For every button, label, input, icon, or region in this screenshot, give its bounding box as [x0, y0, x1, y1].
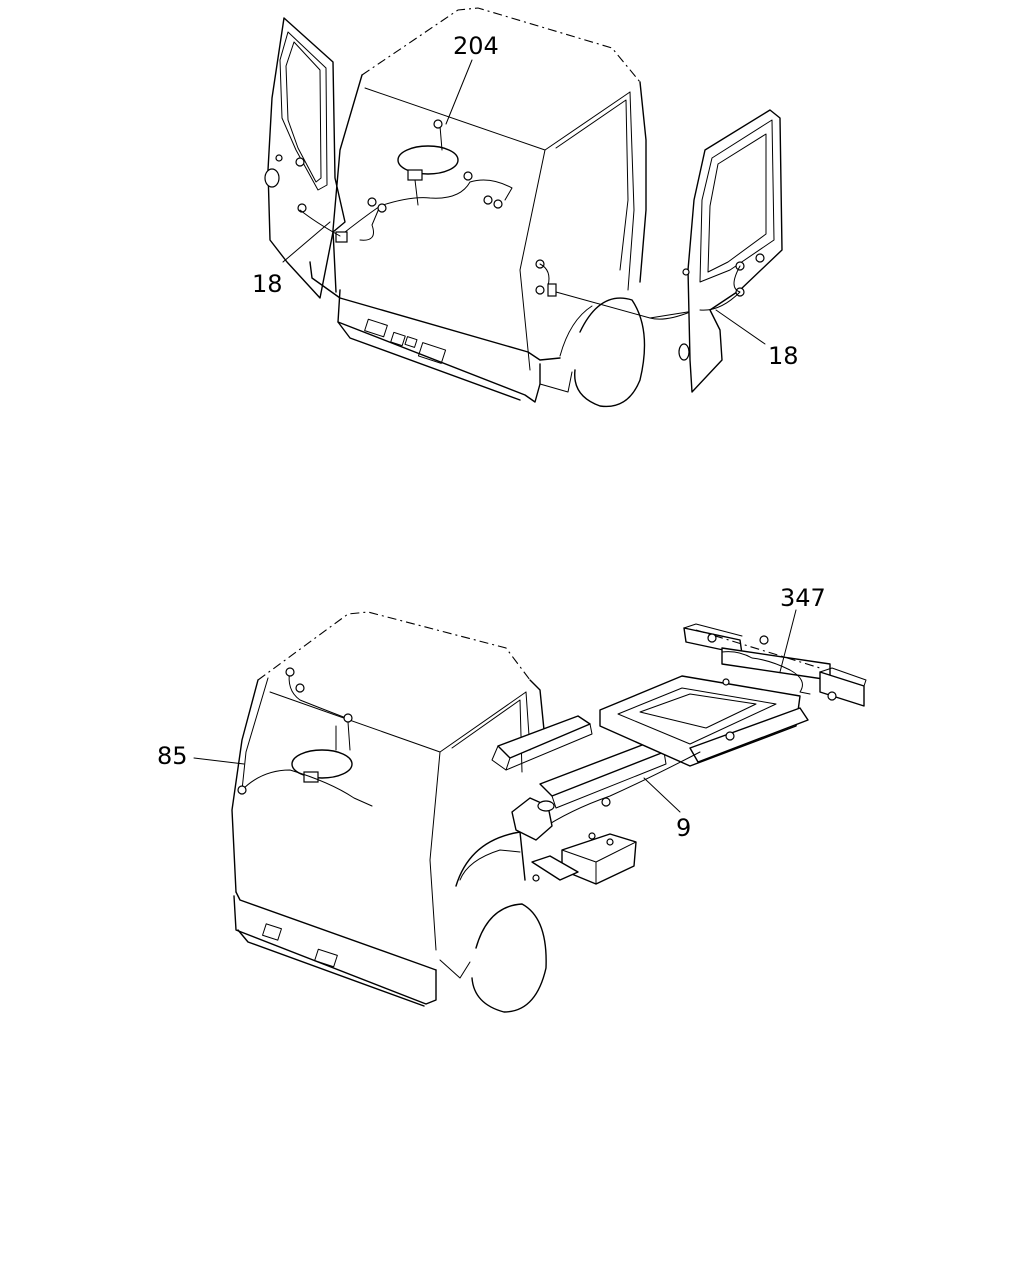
callout-18-right: 18	[768, 342, 799, 370]
callout-18-left: 18	[252, 270, 283, 298]
bottom-figure-cab-chassis: 347 85 9	[157, 584, 867, 1013]
callout-9: 9	[676, 814, 691, 842]
steering-harness-top	[299, 119, 513, 243]
callout-204: 204	[453, 32, 499, 60]
steering-harness-bottom	[237, 667, 373, 807]
callout-85: 85	[157, 742, 188, 770]
cab-body-bottom	[231, 611, 547, 1013]
left-door	[264, 17, 346, 299]
right-door-harness	[535, 259, 701, 320]
callout-347: 347	[780, 584, 826, 612]
right-door	[678, 109, 783, 393]
cab-body-top	[309, 7, 647, 408]
top-figure-cab-doors: 204 18 18	[252, 7, 799, 408]
callouts-top: 204 18 18	[252, 32, 799, 370]
chassis-frame	[491, 623, 867, 885]
callouts-bottom: 347 85 9	[157, 584, 826, 842]
